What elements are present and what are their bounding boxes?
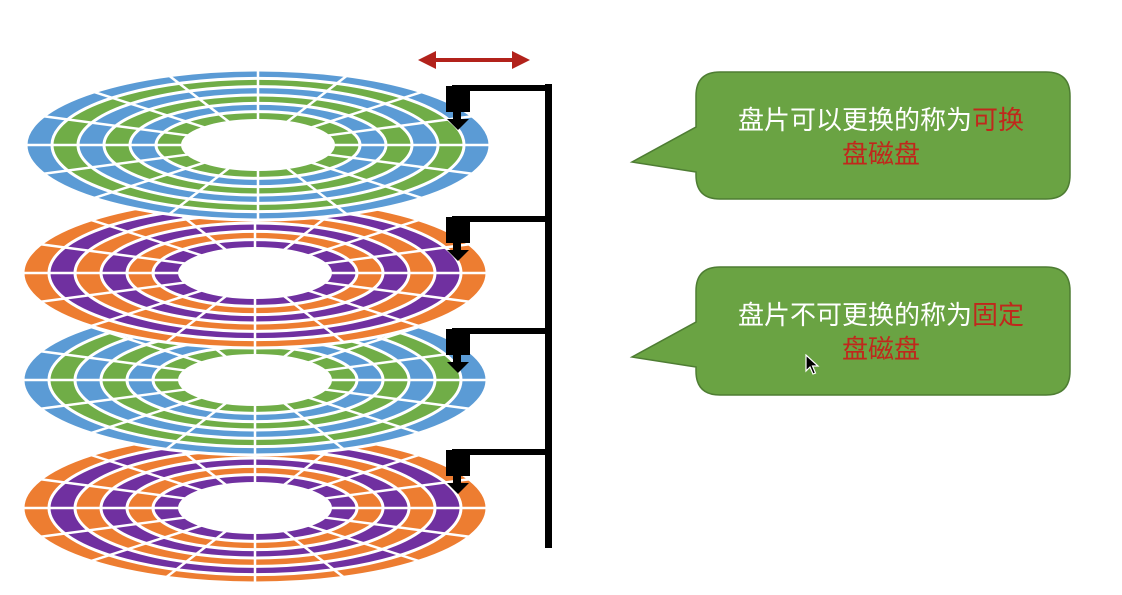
sector-line: [325, 516, 470, 538]
callout-removable-highlight: 可换: [972, 106, 1025, 136]
spindle-hole: [178, 482, 332, 534]
callout-fixed-highlight: 固定: [972, 301, 1025, 331]
callout-removable-line1: 盘片可以更换的称为: [737, 106, 972, 136]
callout-fixed: [629, 266, 1071, 396]
head-tip: [447, 362, 469, 373]
head-stem: [453, 353, 461, 363]
head-tip: [447, 119, 469, 130]
head-tip: [447, 250, 469, 261]
head-stem: [453, 241, 461, 251]
sector-line: [328, 153, 473, 175]
mouse-cursor-icon: [805, 354, 820, 375]
head-tip: [447, 483, 469, 494]
sector-line: [165, 402, 227, 451]
callout-fixed-text: 盘片不可更换的称为固定 盘磁盘: [705, 299, 1057, 367]
sector-line: [168, 74, 230, 123]
platter-3: [21, 303, 489, 457]
sector-line: [283, 530, 345, 579]
read-write-head-icon: [446, 217, 470, 243]
double-arrow-icon: [418, 51, 436, 69]
head-stem: [453, 110, 461, 120]
sector-line: [43, 153, 188, 175]
sector-line: [308, 289, 420, 328]
sector-line: [325, 350, 470, 372]
callout-fixed-line1: 盘片不可更换的称为: [737, 301, 972, 331]
sector-line: [40, 281, 185, 303]
sector-line: [40, 388, 185, 410]
sector-line: [93, 90, 205, 129]
actuator-arm-4: [452, 449, 552, 455]
actuator-arm-2: [452, 216, 552, 222]
actuator-arm-3: [452, 328, 552, 334]
actuator-arm-1: [452, 85, 552, 91]
sector-line: [308, 218, 420, 257]
sector-line: [165, 295, 227, 344]
callout-removable: [629, 71, 1071, 200]
sector-line: [283, 295, 345, 344]
sector-line: [308, 396, 420, 435]
sector-line: [325, 243, 470, 265]
sector-line: [40, 516, 185, 538]
sector-line: [325, 478, 470, 500]
sector-line: [43, 115, 188, 137]
sector-line: [90, 453, 202, 492]
sector-line: [40, 243, 185, 265]
sector-line: [93, 161, 205, 200]
sector-line: [165, 530, 227, 579]
double-arrow-icon: [512, 51, 530, 69]
sector-line: [311, 90, 423, 129]
read-write-head-icon: [446, 86, 470, 112]
sector-line: [308, 524, 420, 563]
sector-line: [311, 161, 423, 200]
sector-line: [325, 388, 470, 410]
head-stem: [453, 474, 461, 484]
platter-2: [21, 196, 489, 350]
sector-line: [90, 289, 202, 328]
sector-line: [308, 453, 420, 492]
callout-fixed-line2: 盘磁盘: [841, 335, 920, 365]
sector-line: [90, 524, 202, 563]
callout-removable-line2: 盘磁盘: [841, 140, 920, 170]
actuator-spine: [545, 84, 552, 548]
spindle-hole: [178, 354, 332, 406]
platter-1: [24, 68, 492, 222]
sector-line: [40, 478, 185, 500]
sector-line: [168, 167, 230, 216]
spindle-hole: [181, 119, 335, 171]
sector-line: [283, 402, 345, 451]
platter-4: [21, 431, 489, 585]
sector-line: [325, 281, 470, 303]
sector-line: [286, 74, 348, 123]
sector-line: [90, 218, 202, 257]
read-write-head-icon: [446, 450, 470, 476]
callout-removable-text: 盘片可以更换的称为可换 盘磁盘: [705, 104, 1057, 172]
sector-line: [40, 350, 185, 372]
read-write-head-icon: [446, 329, 470, 355]
sector-line: [90, 396, 202, 435]
spindle-hole: [178, 247, 332, 299]
sector-line: [286, 167, 348, 216]
